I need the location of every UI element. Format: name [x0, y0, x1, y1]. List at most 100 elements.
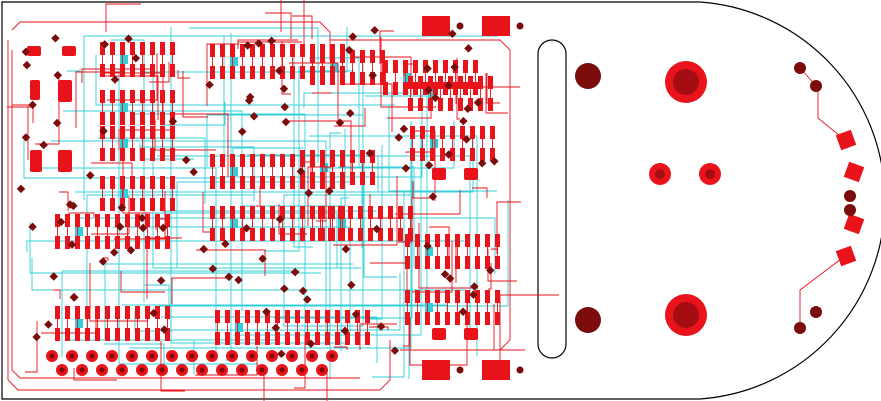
via	[245, 92, 255, 102]
header-pin-hole	[129, 353, 135, 359]
header-pin-hole	[179, 367, 185, 373]
ic-pad	[155, 306, 160, 319]
via	[109, 248, 119, 257]
bottom-trace	[264, 66, 300, 252]
ic-pad	[370, 172, 375, 185]
ic-pad	[360, 72, 365, 85]
top-trace	[493, 304, 525, 351]
ic-pad	[210, 206, 215, 219]
via	[158, 223, 168, 233]
ic-pad	[255, 332, 260, 345]
ic-pad	[413, 82, 418, 95]
ic-pad	[350, 150, 355, 163]
ic-pad	[165, 236, 170, 249]
edge-connector-pad	[835, 129, 857, 151]
via	[22, 60, 32, 70]
smd-pad	[58, 150, 72, 172]
ic-pad	[75, 306, 80, 319]
via	[237, 127, 247, 136]
ic-pad	[318, 228, 323, 241]
via	[390, 346, 400, 355]
ic-pad	[350, 72, 355, 85]
bottom-trace	[365, 95, 428, 317]
ic-pad	[110, 126, 115, 139]
ic-pad	[455, 256, 460, 269]
ic-pad	[475, 290, 480, 303]
header-pin-hole	[259, 367, 265, 373]
ic-pad	[295, 332, 300, 345]
bottom-trace	[130, 121, 412, 349]
smd-pad	[58, 80, 72, 102]
bottom-trace	[41, 167, 217, 358]
top-trace	[169, 113, 229, 177]
top-trace	[25, 321, 38, 373]
top-trace	[177, 70, 190, 79]
ic-pad	[320, 150, 325, 163]
large-pad-center	[673, 302, 699, 328]
top-trace	[369, 326, 389, 330]
bottom-pad	[403, 73, 411, 82]
ic-pad	[115, 236, 120, 249]
ic-pad	[270, 44, 275, 57]
ic-pad	[245, 310, 250, 323]
ic-pad	[140, 64, 145, 77]
via	[401, 164, 411, 173]
via	[347, 280, 356, 290]
ic-pad	[150, 176, 155, 189]
ic-pad	[220, 154, 225, 167]
via	[298, 286, 308, 296]
large-pad-center	[673, 69, 699, 95]
ic-pad	[270, 228, 275, 241]
via	[486, 266, 495, 275]
ic-pad	[335, 310, 340, 323]
ic-pad	[415, 256, 420, 269]
ic-pad	[155, 236, 160, 249]
bottom-trace	[98, 137, 206, 204]
ic-pad	[455, 234, 460, 247]
ic-pad	[255, 310, 260, 323]
via	[340, 326, 350, 336]
ic-pad	[235, 332, 240, 345]
via	[100, 40, 109, 49]
bottom-trace	[303, 92, 409, 108]
ic-pad	[230, 154, 235, 167]
ic-pad	[310, 172, 315, 185]
ic-pad	[473, 82, 478, 95]
ic-pad	[105, 306, 110, 319]
ic-pad	[110, 42, 115, 55]
ic-pad	[383, 60, 388, 73]
ic-pad	[170, 198, 175, 211]
ic-pad	[280, 44, 285, 57]
header-pin-hole	[49, 353, 55, 359]
ic-pad	[140, 148, 145, 161]
ic-pad	[320, 72, 325, 85]
via	[456, 22, 464, 30]
ic-pad	[160, 148, 165, 161]
via	[117, 203, 127, 212]
ic-pad	[110, 90, 115, 103]
smd-pad	[30, 80, 40, 100]
via	[303, 295, 312, 304]
ic-pad	[465, 234, 470, 247]
bottom-pad	[120, 55, 128, 64]
ic-pad	[300, 150, 305, 163]
bottom-pad	[230, 219, 238, 228]
ic-pad	[355, 332, 360, 345]
ic-pad	[470, 126, 475, 139]
via	[49, 272, 59, 281]
via	[137, 213, 147, 223]
ic-pad	[495, 234, 500, 247]
ic-pad	[225, 332, 230, 345]
ic-pad	[155, 214, 160, 227]
bottom-pad	[425, 303, 433, 312]
ic-pad	[393, 82, 398, 95]
ic-pad	[445, 234, 450, 247]
ic-pad	[340, 50, 345, 63]
ic-pad	[160, 42, 165, 55]
ic-pad	[260, 206, 265, 219]
ic-pad	[130, 42, 135, 55]
via	[138, 223, 148, 233]
ic-pad	[55, 328, 60, 341]
via	[394, 133, 404, 142]
ic-pad	[160, 176, 165, 189]
